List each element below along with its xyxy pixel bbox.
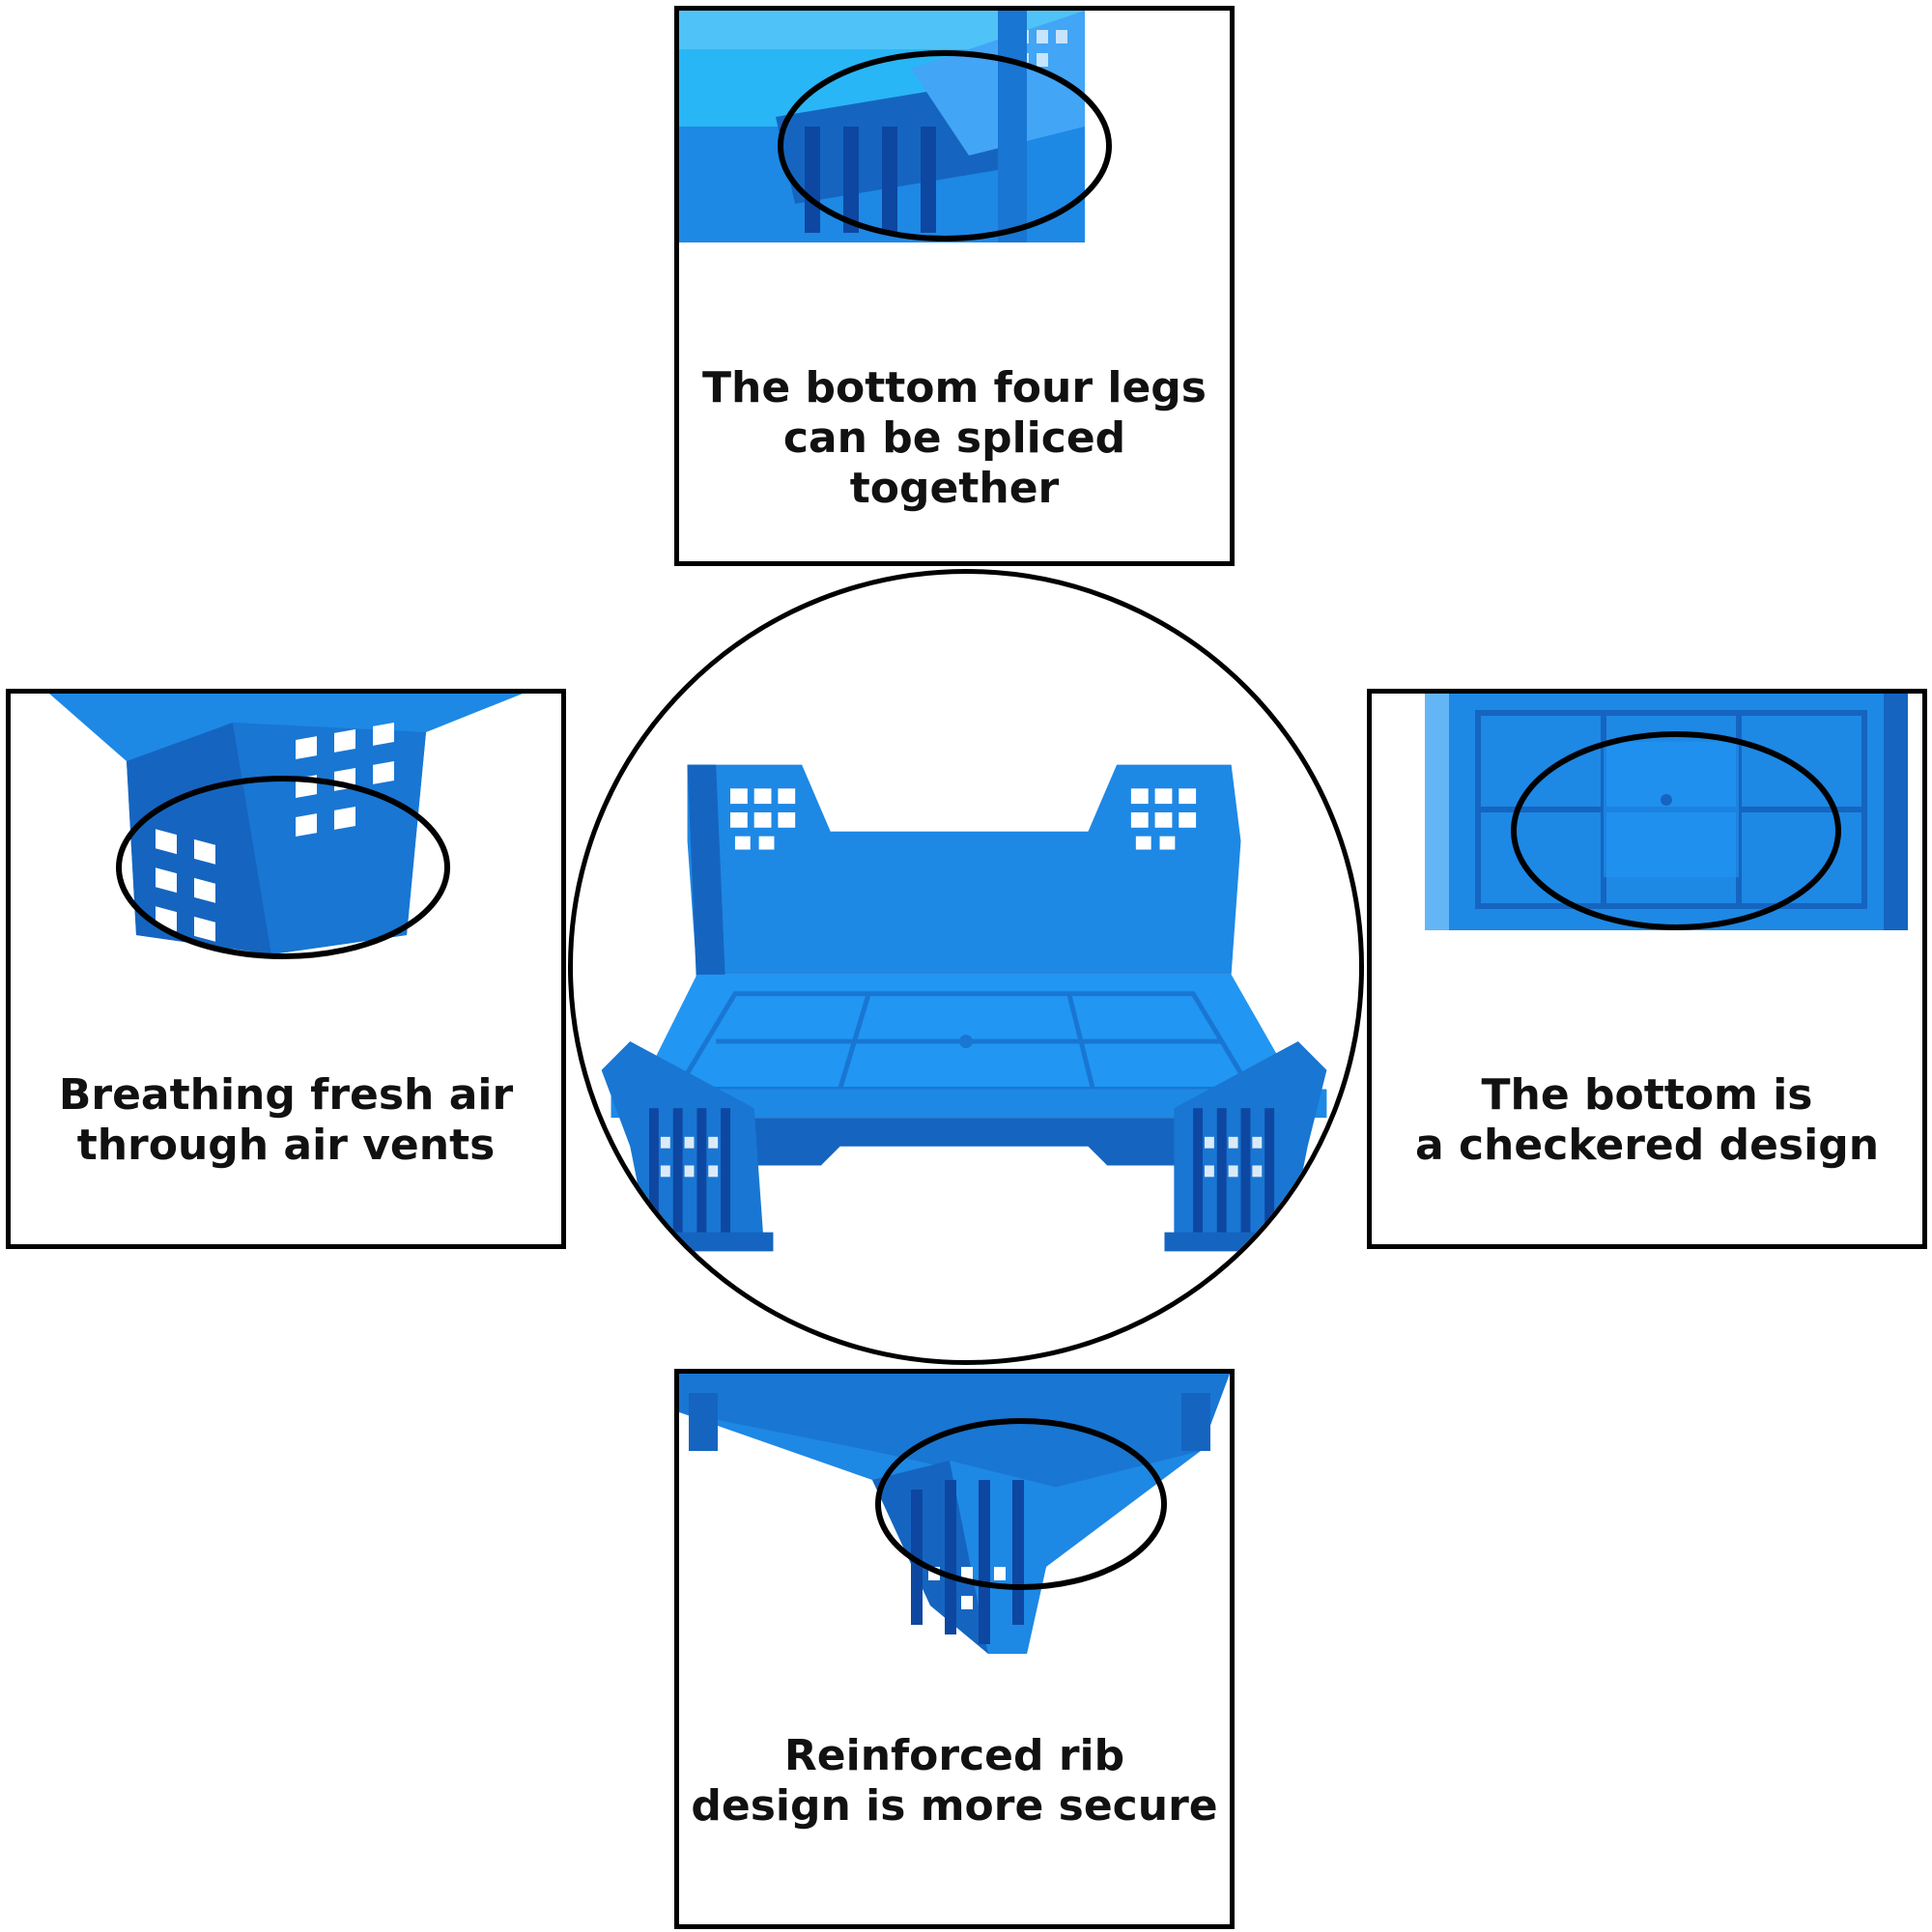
product-main-photo: [568, 569, 1364, 1365]
caption-line-2: design is more secure: [691, 1781, 1218, 1831]
caption-line-2: a checkered design: [1414, 1121, 1880, 1170]
feature-panel-reinforced-rib: Reinforced rib design is more secure: [674, 1369, 1235, 1929]
feature-caption: Reinforced rib design is more secure: [679, 1731, 1230, 1832]
caption-line-1: The bottom four legs: [701, 363, 1207, 412]
blue-crate-illustration: [601, 764, 1327, 1252]
reinforced-rib-closeup-photo: [679, 1374, 1230, 1663]
caption-line-1: The bottom is: [1481, 1070, 1813, 1120]
caption-line-1: Breathing fresh air: [58, 1070, 514, 1120]
checkered-bottom-closeup-photo: [1372, 694, 1922, 935]
feature-caption: The bottom four legs can be spliced toge…: [679, 363, 1230, 514]
air-vents-closeup-photo: [11, 694, 561, 964]
legs-closeup-photo: [679, 11, 1230, 242]
feature-panel-stackable-legs: The bottom four legs can be spliced toge…: [674, 6, 1235, 566]
feature-caption: Breathing fresh air through air vents: [11, 1070, 561, 1171]
caption-line-1: Reinforced rib: [783, 1731, 1125, 1780]
caption-line-2: through air vents: [76, 1121, 496, 1170]
feature-panel-air-vents: Breathing fresh air through air vents: [6, 689, 566, 1249]
feature-caption: The bottom is a checkered design: [1372, 1070, 1922, 1171]
caption-line-2: can be spliced together: [782, 413, 1126, 513]
feature-panel-checkered-bottom: The bottom is a checkered design: [1367, 689, 1927, 1249]
